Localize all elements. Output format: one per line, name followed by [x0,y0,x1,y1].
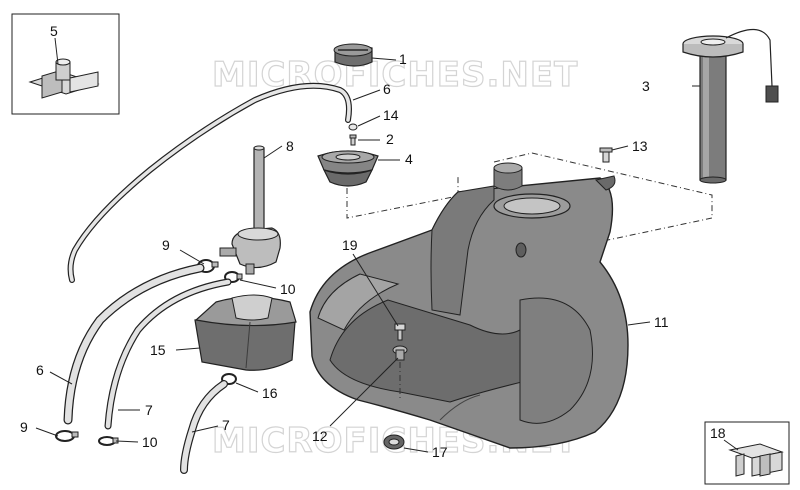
part-6-breather-hose [67,82,352,283]
part-12-grommet [392,345,408,361]
callout-9-upper: 9 [162,237,170,253]
callout-6-top: 6 [383,81,391,97]
callout-7-lower: 7 [222,417,230,433]
callout-3: 3 [642,78,650,94]
reference-outline-right [493,152,713,241]
part-14-washer [348,123,358,131]
callout-5: 5 [50,23,58,39]
callout-10-lower: 10 [142,434,158,450]
leader-lines [35,37,739,453]
callout-4: 4 [405,151,413,167]
part-1-fuel-cap [333,43,373,67]
callout-15: 15 [150,342,166,358]
callout-17: 17 [432,444,448,460]
callout-9-lower: 9 [20,419,28,435]
callout-12: 12 [312,428,328,444]
callout-2: 2 [386,131,394,147]
part-5-bracket [28,58,100,99]
part-19-screw [394,323,406,341]
part-4-filler-neck [317,150,379,187]
callout-7-middle: 7 [145,402,153,418]
part-13-bolt [599,147,613,163]
part-15-filter-holder [194,294,297,371]
part-17-clamp [383,434,405,450]
callout-labels: 5 1 6 14 2 4 3 13 8 9 10 15 6 7 9 10 16 … [20,23,726,460]
callout-6-lower: 6 [36,362,44,378]
watermark-top: MICROFICHES.NET [212,55,578,95]
part-2-screw [349,134,357,146]
callout-8: 8 [286,138,294,154]
part-8-fuel-tap [219,145,281,275]
callout-13: 13 [632,138,648,154]
callout-19: 19 [342,237,358,253]
callout-18: 18 [710,425,726,441]
part-10-clamp-lower [98,436,119,446]
inset-box-part-18 [704,421,790,485]
inset-box-part-5 [11,13,120,115]
callout-10-upper: 10 [280,281,296,297]
callout-1: 1 [399,51,407,67]
part-9-clamp-lower [55,430,79,442]
part-18-clip [728,443,784,477]
callout-14: 14 [383,107,399,123]
part-3-fuel-level-sender [682,28,779,184]
callout-11: 11 [654,314,669,330]
callout-16: 16 [262,385,278,401]
part-10-clamp-upper [224,271,243,283]
part-11-fuel-tank [309,162,629,449]
part-16-clamp [221,373,237,385]
